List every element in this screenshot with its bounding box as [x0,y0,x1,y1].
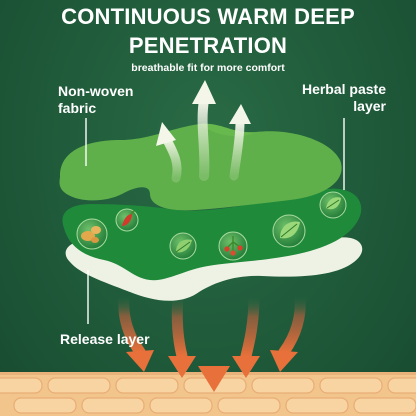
mint-leaf-icon [272,214,306,248]
herbal-paste-layer [62,188,362,281]
chili-icon [115,208,139,232]
release-layer-label: Release layer [60,331,150,347]
leaf-icon [169,232,197,260]
berries-icon [218,231,248,261]
basil-leaf-icon [319,191,347,219]
subtitle: breathable fit for more comfort [131,62,285,74]
non-woven-label: Non-woven fabric [58,83,134,116]
title-line-2: PENETRATION [128,33,288,58]
breathable-arrows [156,80,251,183]
ginger-icon [76,218,108,250]
heat-arrows [118,290,306,392]
herbal-paste-label: Herbal paste layer [301,81,386,114]
title-line-1: CONTINUOUS WARM DEEP [61,4,355,29]
